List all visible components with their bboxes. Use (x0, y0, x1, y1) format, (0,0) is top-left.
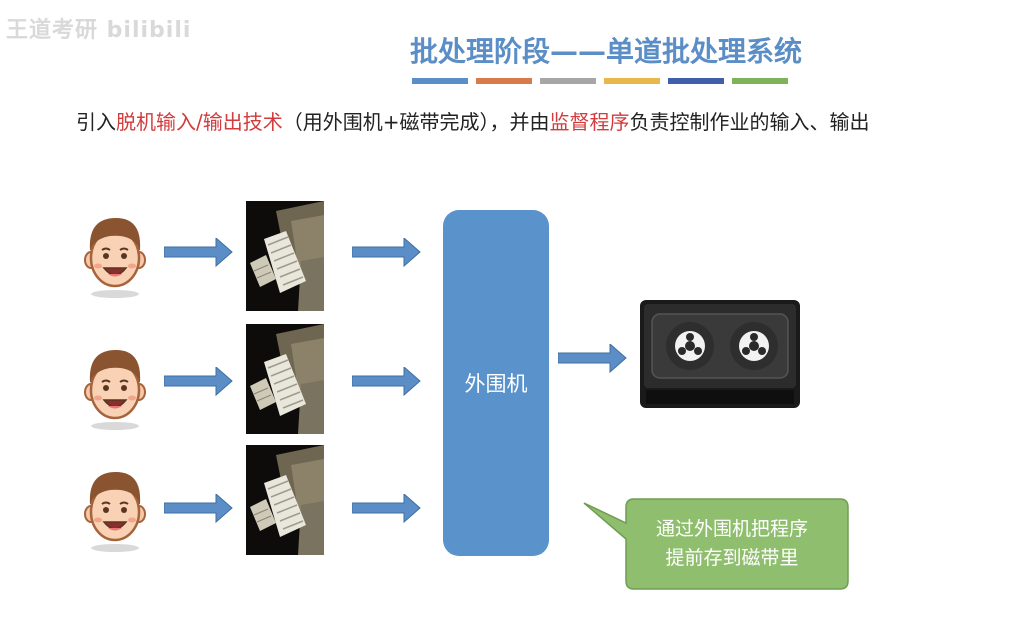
right-arrow-icon (164, 367, 233, 396)
user-face-icon (83, 216, 147, 300)
title-color-bar (412, 78, 788, 84)
intro-highlight-supervisor: 监督程序 (549, 110, 630, 134)
intro-part-1: 引入 (76, 110, 116, 134)
intro-part-2: （用外围机+磁带完成），并由 (282, 110, 550, 134)
right-arrow-icon (164, 494, 233, 523)
color-segment-6 (732, 78, 788, 84)
color-segment-5 (668, 78, 724, 84)
callout-line-1: 通过外围机把程序 (655, 518, 808, 540)
punch-card-machine-icon (246, 201, 324, 311)
intro-part-3: 负责控制作业的输入、输出 (629, 110, 870, 134)
slide-title: 批处理阶段——单道批处理系统 (409, 35, 802, 68)
right-arrow-icon (164, 238, 233, 267)
color-segment-1 (412, 78, 468, 84)
right-arrow-icon (352, 238, 421, 267)
callout-line-2: 提前存到磁带里 (665, 547, 799, 569)
user-face-icon (83, 348, 147, 432)
color-segment-3 (540, 78, 596, 84)
callout-text: 通过外围机把程序 提前存到磁带里 (614, 515, 850, 573)
callout-bubble (583, 498, 849, 590)
right-arrow-icon (558, 344, 627, 373)
intro-sentence: 引入脱机输入/输出技术（用外围机+磁带完成），并由监督程序负责控制作业的输入、输… (76, 106, 870, 135)
peripheral-machine-box: 外围机 (443, 210, 549, 556)
user-face-icon (83, 470, 147, 554)
right-arrow-icon (352, 367, 421, 396)
watermark: 王道考研 bilibili (6, 18, 192, 43)
tape-drive-icon (640, 300, 800, 408)
punch-card-machine-icon (246, 445, 324, 555)
intro-highlight-offline-io: 脱机输入/输出技术 (116, 110, 283, 134)
color-segment-2 (476, 78, 532, 84)
color-segment-4 (604, 78, 660, 84)
right-arrow-icon (352, 494, 421, 523)
punch-card-machine-icon (246, 324, 324, 434)
peripheral-machine-label: 外围机 (464, 372, 528, 396)
